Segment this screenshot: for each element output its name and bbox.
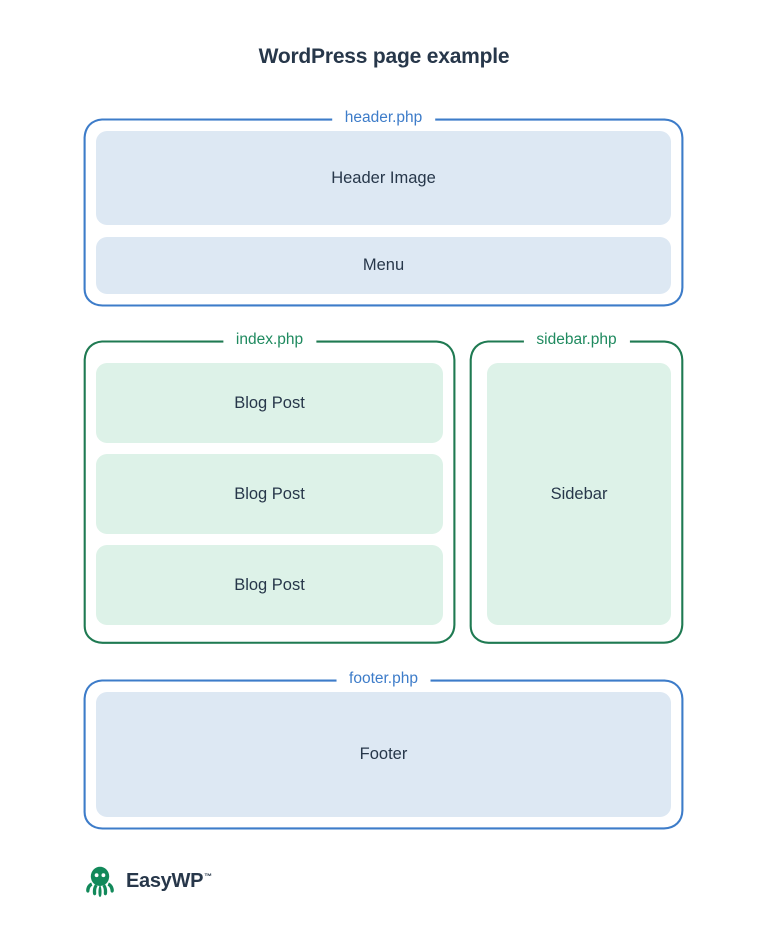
group-label-sidebar-php: sidebar.php [523,329,630,351]
group-header-php: header.php Header Image Menu [83,107,684,307]
block-menu: Menu [96,237,671,294]
page-title: WordPress page example [258,45,510,68]
group-footer-php: footer.php Footer [83,668,684,830]
group-sidebar-php: sidebar.php Sidebar [469,329,684,645]
easywp-logo: EasyWP™ [84,861,212,901]
block-blog-post: Blog Post [96,363,443,443]
group-label-header-php: header.php [331,107,436,129]
group-label-index-php: index.php [222,329,317,351]
trademark-symbol: ™ [204,871,212,881]
group-index-php: index.php Blog Post Blog Post Blog Post [83,329,456,645]
group-label-footer-php: footer.php [336,668,431,690]
logo-name: EasyWP [126,869,204,892]
block-blog-post: Blog Post [96,545,443,625]
logo-wordmark: EasyWP™ [126,870,212,893]
block-blog-post: Blog Post [96,454,443,534]
block-footer: Footer [96,692,671,817]
block-header-image: Header Image [96,131,671,225]
block-sidebar: Sidebar [487,363,671,625]
octopus-icon [86,866,114,897]
